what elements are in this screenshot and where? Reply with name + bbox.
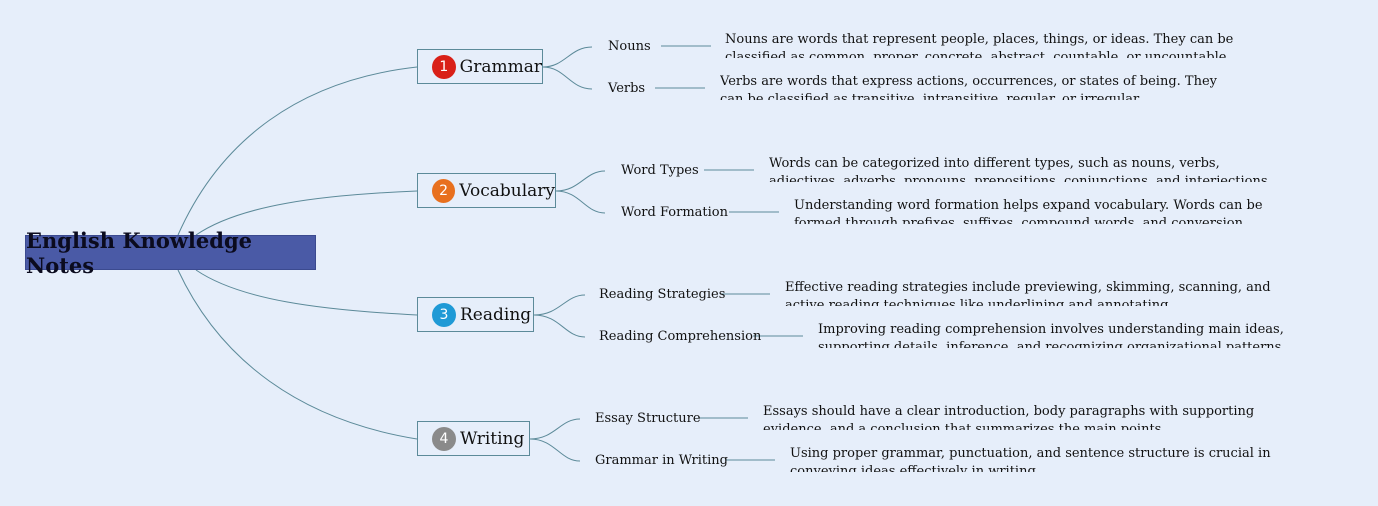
link-writing-essay (529, 418, 581, 440)
link-vocab-types (555, 170, 606, 192)
link-root-grammar (177, 66, 418, 236)
note-essay-structure[interactable]: Essays should have a clear introduction,… (763, 404, 1255, 430)
link-root-reading (195, 269, 418, 316)
link-grammar-nouns (542, 46, 593, 68)
priority-2-icon: 2 (432, 178, 456, 203)
branch-label: Vocabulary (459, 180, 555, 201)
link-reading-comprehension (533, 314, 586, 338)
note-word-formation[interactable]: Understanding word formation helps expan… (794, 198, 1263, 224)
note-nouns[interactable]: Nouns are words that represent people, p… (725, 32, 1234, 58)
branch-reading[interactable]: 3 Reading (417, 297, 534, 332)
branch-label: Grammar (459, 56, 542, 77)
note-reading-strategies[interactable]: Effective reading strategies include pre… (785, 280, 1271, 306)
subtopic-word-types[interactable]: Word Types (621, 163, 699, 178)
link-grammar-verbs (542, 66, 593, 90)
subtopic-reading-comprehension[interactable]: Reading Comprehension (599, 329, 762, 344)
subtopic-grammar-in-writing[interactable]: Grammar in Writing (595, 453, 728, 468)
subtopic-verbs[interactable]: Verbs (608, 81, 646, 96)
link-root-writing (177, 269, 418, 440)
note-reading-comprehension[interactable]: Improving reading comprehension involves… (818, 322, 1286, 348)
subtopic-word-formation[interactable]: Word Formation (621, 205, 728, 220)
note-grammar-in-writing[interactable]: Using proper grammar, punctuation, and s… (790, 446, 1271, 472)
priority-3-icon: 3 (432, 302, 456, 327)
subtopic-reading-strategies[interactable]: Reading Strategies (599, 287, 726, 302)
subtopic-nouns[interactable]: Nouns (608, 39, 651, 54)
branch-writing[interactable]: 4 Writing (417, 421, 530, 456)
note-verbs[interactable]: Verbs are words that express actions, oc… (720, 74, 1217, 100)
branch-label: Writing (460, 428, 525, 449)
link-reading-strategies (533, 294, 586, 316)
link-root-vocabulary (195, 190, 418, 236)
branch-label: Reading (460, 304, 532, 325)
priority-1-icon: 1 (432, 54, 456, 79)
note-word-types[interactable]: Words can be categorized into different … (769, 156, 1272, 182)
branch-vocabulary[interactable]: 2 Vocabulary (417, 173, 556, 208)
link-vocab-formation (555, 190, 606, 214)
link-writing-grammar (529, 438, 581, 462)
branch-grammar[interactable]: 1 Grammar (417, 49, 543, 84)
subtopic-essay-structure[interactable]: Essay Structure (595, 411, 701, 426)
root-topic[interactable]: English Knowledge Notes (25, 228, 316, 278)
priority-4-icon: 4 (432, 426, 456, 451)
